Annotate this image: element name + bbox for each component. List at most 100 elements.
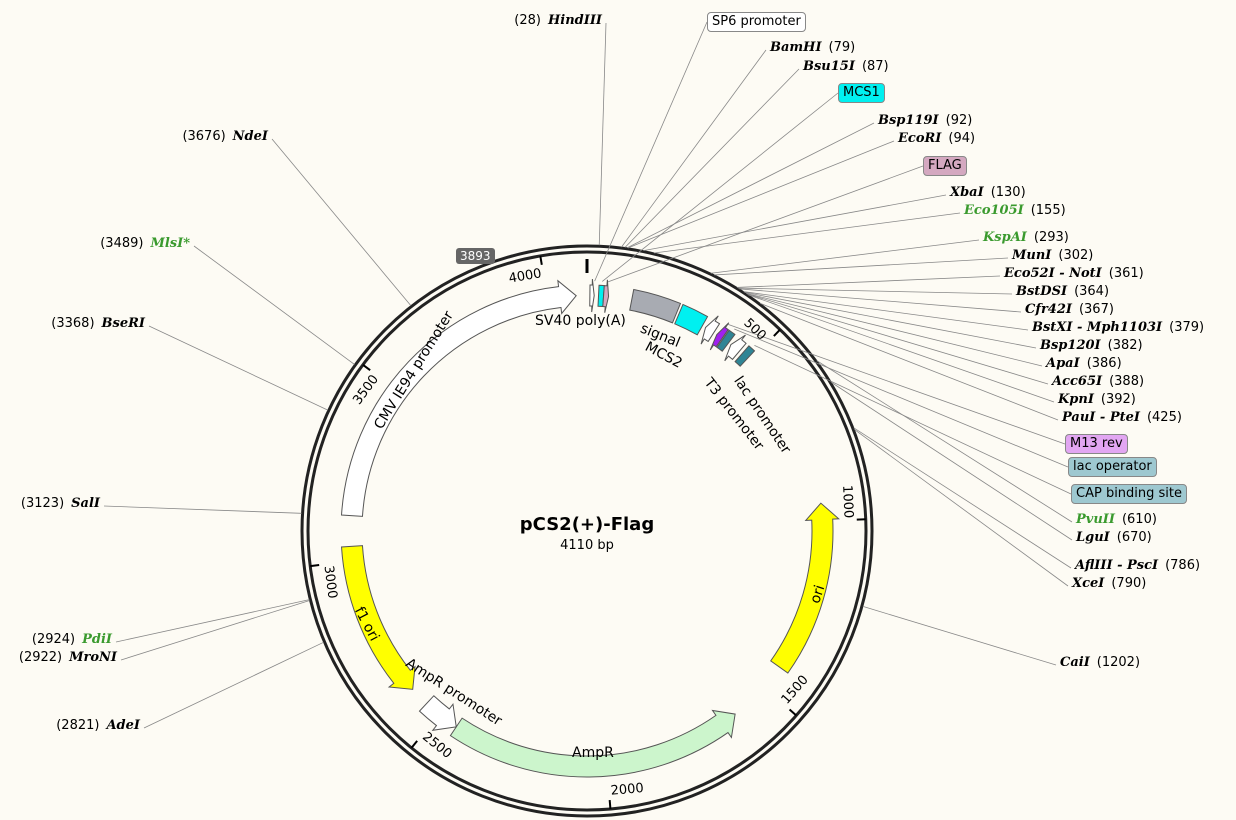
feature-leader-line xyxy=(734,328,1069,468)
site-leader-line xyxy=(103,505,302,514)
site-position: (3368) xyxy=(51,316,95,331)
feature-box-m13-rev[interactable]: M13 rev xyxy=(1065,434,1128,454)
feature-box-sp6-promoter[interactable]: SP6 promoter xyxy=(707,12,806,32)
feature-box-flag[interactable]: FLAG xyxy=(923,156,967,176)
site-name: XbaI xyxy=(950,185,984,200)
site-leader-line xyxy=(627,140,895,249)
site-name: SalI xyxy=(71,496,100,511)
site-leader-line xyxy=(854,429,1069,587)
feature-box-mcs1[interactable]: MCS1 xyxy=(838,83,885,103)
site-leader-line xyxy=(626,122,875,249)
site-leader-line xyxy=(193,245,355,365)
feature-leader-line xyxy=(594,21,708,282)
site-name: EcoRI xyxy=(898,131,942,146)
feature-lac-operator xyxy=(716,329,736,352)
restriction-site[interactable]: (3123) SalI xyxy=(15,495,100,513)
feature-leader-line xyxy=(607,165,924,283)
feature-t3-promoter xyxy=(700,315,721,345)
site-position: (388) xyxy=(1109,374,1145,389)
restriction-site[interactable]: Cfr42I(367) xyxy=(1025,301,1120,319)
restriction-site[interactable]: XceI(790) xyxy=(1072,575,1152,593)
site-leader-line xyxy=(748,294,1055,403)
restriction-site[interactable]: BstXI - Mph1103I(379) xyxy=(1032,319,1210,337)
restriction-site[interactable]: EcoRI (94) xyxy=(898,130,981,148)
site-position: (94) xyxy=(948,131,976,146)
feature-box-lac-operator[interactable]: lac operator xyxy=(1068,457,1157,477)
feature-leader-line xyxy=(754,344,1072,495)
restriction-site[interactable]: ApaI(386) xyxy=(1046,355,1128,373)
site-name: KpnI xyxy=(1058,392,1094,407)
site-leader-line xyxy=(271,138,412,306)
plasmid-name: pCS2(+)-Flag xyxy=(519,514,655,535)
site-name: BseRI xyxy=(101,316,145,331)
site-leader-line xyxy=(853,427,1072,569)
site-position: (1202) xyxy=(1096,655,1141,670)
tick-mark xyxy=(362,363,371,371)
site-name: PvuII xyxy=(1076,512,1115,527)
restriction-site[interactable]: BstDSI(364) xyxy=(1016,283,1115,301)
feature-ori xyxy=(770,502,840,674)
site-position: (670) xyxy=(1116,530,1152,545)
restriction-site[interactable]: AflIII - PscI(786) xyxy=(1075,557,1206,575)
tick-label: 4000 xyxy=(508,266,543,286)
feature-sv40-poly-a-signal xyxy=(589,279,595,313)
site-position: (367) xyxy=(1078,302,1114,317)
site-position: (3676) xyxy=(182,129,226,144)
restriction-site[interactable]: KpnI(392) xyxy=(1058,391,1142,409)
restriction-site[interactable]: Bsu15I(87) xyxy=(803,58,895,76)
site-position: (28) xyxy=(514,13,541,28)
restriction-site[interactable]: (3676) NdeI xyxy=(176,128,268,146)
feature-label-sv40[interactable]: SV40 poly(A) xyxy=(535,313,626,329)
site-leader-line xyxy=(739,288,1022,313)
feature-label-ampr[interactable]: AmpR xyxy=(572,745,614,761)
site-name: CaiI xyxy=(1060,655,1090,670)
site-leader-line xyxy=(148,325,328,411)
feature-box-cap-binding-site[interactable]: CAP binding site xyxy=(1071,484,1188,504)
site-position: (79) xyxy=(828,40,856,55)
site-position: (87) xyxy=(861,59,889,74)
restriction-site[interactable]: Bsp119I(92) xyxy=(878,112,978,130)
restriction-site[interactable]: MunI(302) xyxy=(1012,247,1099,265)
site-position: (364) xyxy=(1074,284,1110,299)
origin-marker-badge: 3893 xyxy=(456,248,495,264)
restriction-site[interactable]: (2821)AdeI xyxy=(50,717,140,735)
site-position: (3123) xyxy=(20,496,65,511)
restriction-site[interactable]: Bsp120I(382) xyxy=(1040,337,1149,355)
site-leader-line xyxy=(621,49,767,248)
restriction-site[interactable]: BamHI (79) xyxy=(770,39,861,57)
site-leader-line xyxy=(743,291,1029,331)
site-leader-line xyxy=(143,641,324,729)
site-name: XceI xyxy=(1072,576,1105,591)
restriction-site[interactable]: PauI - PteI(425) xyxy=(1062,409,1188,427)
restriction-site[interactable]: Eco52I - NotI(361) xyxy=(1004,265,1150,283)
site-name: AflIII - PscI xyxy=(1075,558,1159,573)
site-name: MroNI xyxy=(69,650,117,665)
restriction-site[interactable]: Eco105I(155) xyxy=(964,202,1072,220)
restriction-site[interactable]: (2924)PdiI xyxy=(26,631,112,649)
feature-leader-line xyxy=(602,92,839,282)
restriction-site[interactable]: KspAI(293) xyxy=(983,229,1075,247)
site-name: BamHI xyxy=(770,40,822,55)
restriction-site[interactable]: XbaI(130) xyxy=(950,184,1032,202)
restriction-site[interactable]: CaiI (1202) xyxy=(1060,654,1146,672)
restriction-site[interactable]: PvuII(610) xyxy=(1076,511,1163,529)
feature-ampr xyxy=(449,709,736,778)
restriction-site[interactable]: (3368) BseRI xyxy=(45,315,145,333)
site-name: NdeI xyxy=(232,129,268,144)
site-leader-line xyxy=(598,22,607,246)
backbone-inner xyxy=(306,250,868,812)
site-name: MunI xyxy=(1012,248,1052,263)
restriction-site[interactable]: Acc65I(388) xyxy=(1052,373,1150,391)
site-name: KspAI xyxy=(983,230,1027,245)
tick-label: 2000 xyxy=(610,781,644,799)
restriction-site[interactable]: LguI(670) xyxy=(1076,529,1158,547)
restriction-site[interactable]: (3489)MlsI* xyxy=(94,235,190,253)
restriction-site[interactable]: (28) HindIII xyxy=(508,12,602,30)
site-leader-line xyxy=(643,194,947,252)
site-position: (386) xyxy=(1086,356,1122,371)
site-position: (382) xyxy=(1107,338,1143,353)
restriction-site[interactable]: (2922)MroNI xyxy=(13,649,117,667)
site-name: HindIII xyxy=(547,13,602,28)
